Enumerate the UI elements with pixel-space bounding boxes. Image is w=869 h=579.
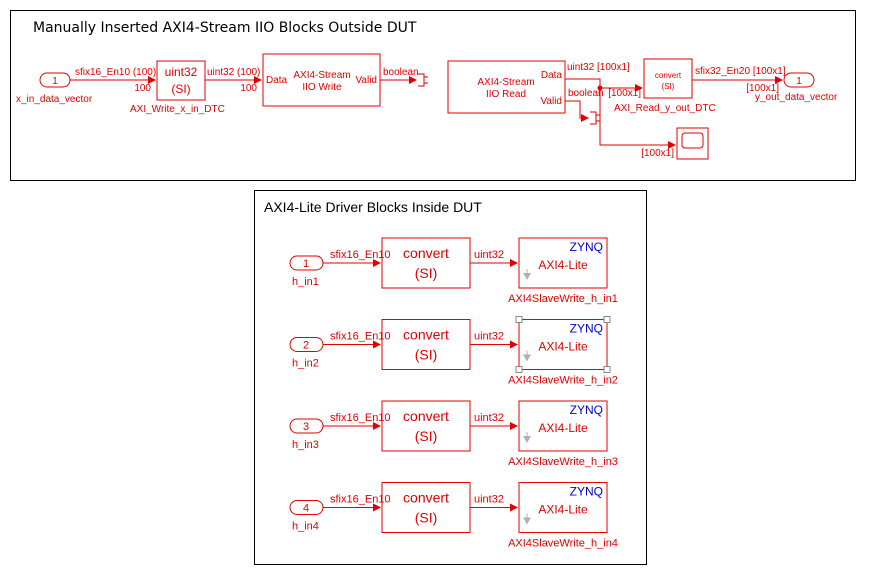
axi-lite-block-name: AXI4SlaveWrite_h_in3 xyxy=(508,456,618,468)
inport-label: h_in1 xyxy=(292,276,319,288)
convert-line2: (SI) xyxy=(415,265,438,281)
dtc-read-line1: convert xyxy=(655,71,682,80)
convert-line2: (SI) xyxy=(415,347,438,363)
convert-line1: convert xyxy=(403,490,449,506)
terminator-write xyxy=(418,73,428,87)
iio-write-port-valid: Valid xyxy=(356,75,378,86)
down-arrow-icon xyxy=(523,436,531,443)
inport-label: x_in_data_vector xyxy=(16,94,93,105)
inport-number: 1 xyxy=(52,76,58,87)
line-read-to-scope xyxy=(599,88,676,149)
iio-read-port-valid: Valid xyxy=(541,96,563,107)
scope-in-dim: [100x1] xyxy=(641,148,674,159)
dtc-write-name: AXI_Write_x_in_DTC xyxy=(130,104,225,115)
iio-read-port-data: Data xyxy=(541,70,563,81)
line-valid-to-term xyxy=(565,100,589,122)
selection-handle[interactable] xyxy=(603,366,611,373)
selection-handle[interactable] xyxy=(515,366,523,373)
axi-lite-block-name: AXI4SlaveWrite_h_in2 xyxy=(508,375,618,387)
outport-dim: [100x1] xyxy=(746,83,779,94)
axi-lite-block[interactable] xyxy=(518,319,608,370)
axi-lite-block[interactable] xyxy=(518,237,608,289)
convert-line1: convert xyxy=(403,327,449,343)
down-arrow-icon xyxy=(523,273,531,280)
line-read-to-convert xyxy=(565,78,643,92)
selection-handle[interactable] xyxy=(603,316,611,323)
out-signal-label: uint32 xyxy=(474,412,504,424)
convert-line1: convert xyxy=(403,408,449,424)
iio-read-title-2: IIO Read xyxy=(486,89,526,100)
inport-number: 3 xyxy=(303,421,309,433)
stream-iio-panel: Manually Inserted AXI4-Stream IIO Blocks… xyxy=(10,10,856,181)
iio-read-data-signal: uint32 [100x1] xyxy=(567,62,630,73)
lite-driver-panel xyxy=(254,190,647,565)
stream-panel-title: Manually Inserted AXI4-Stream IIO Blocks… xyxy=(33,20,417,36)
in-signal-label: sfix16_En10 xyxy=(330,494,391,506)
axi-lite-label: AXI4-Lite xyxy=(538,421,588,435)
selection-handle[interactable] xyxy=(515,316,523,323)
dtc-write-line2: (SI) xyxy=(171,82,190,96)
convert-line2: (SI) xyxy=(415,428,438,444)
iio-read-title-1: AXI4-Stream xyxy=(477,77,534,88)
scope-block[interactable] xyxy=(676,127,709,160)
convert-line1: convert xyxy=(403,245,449,261)
axi-lite-block-name: AXI4SlaveWrite_h_in4 xyxy=(508,538,618,550)
in-signal-label: sfix16_En10 (100) xyxy=(75,67,156,78)
iio-write-title-1: AXI4-Stream xyxy=(293,70,350,81)
down-arrow-icon xyxy=(523,517,531,525)
terminator-read xyxy=(590,111,600,125)
lite-panel-title: AXI4-Lite Driver Blocks Inside DUT xyxy=(264,199,482,215)
outport-y-out[interactable] xyxy=(783,72,815,88)
axi-lite-block[interactable] xyxy=(518,482,608,533)
iio-write-port-data: Data xyxy=(266,75,288,86)
dtc-read-line2: (SI) xyxy=(662,82,675,91)
axi-lite-label: AXI4-Lite xyxy=(538,340,588,354)
inport-label: h_in3 xyxy=(292,439,319,451)
in-signal-label: sfix16_En10 xyxy=(330,331,391,343)
convert-line2: (SI) xyxy=(415,510,438,526)
iio-write-out-signal: boolean xyxy=(383,67,419,78)
dtc-write-out-signal: uint32 (100) xyxy=(207,67,260,78)
axi-lite-block-name: AXI4SlaveWrite_h_in1 xyxy=(508,293,618,305)
outport-number: 1 xyxy=(796,76,802,87)
branch-point xyxy=(597,85,603,91)
zynq-brand: ZYNQ xyxy=(570,322,603,336)
zynq-brand: ZYNQ xyxy=(570,403,603,417)
out-signal-label: uint32 xyxy=(474,494,504,506)
in-signal-label: sfix16_En10 xyxy=(330,412,391,424)
inport-label: h_in4 xyxy=(292,521,319,533)
dtc-read-out-signal: sfix32_En20 [100x1] xyxy=(695,66,786,77)
in-signal-label: sfix16_En10 xyxy=(330,249,391,261)
down-arrow-icon xyxy=(523,354,531,362)
scope-screen-icon xyxy=(681,132,704,149)
dtc-write-port-dim: 100 xyxy=(134,83,151,94)
zynq-brand: ZYNQ xyxy=(570,240,603,254)
out-signal-label: uint32 xyxy=(474,331,504,343)
inport-number: 2 xyxy=(303,340,309,352)
iio-write-port-dim: 100 xyxy=(240,83,257,94)
iio-read-valid-signal: boolean xyxy=(568,88,604,99)
inport-label: h_in2 xyxy=(292,358,319,370)
inport-number: 1 xyxy=(303,258,309,270)
axi-lite-label: AXI4-Lite xyxy=(538,258,588,272)
axi-lite-block[interactable] xyxy=(518,400,608,452)
convert-in-dim: [100x1] xyxy=(608,88,641,99)
dtc-read-name: AXI_Read_y_out_DTC xyxy=(614,103,716,114)
iio-write-title-2: IIO Write xyxy=(302,82,342,93)
dtc-read-block[interactable] xyxy=(643,58,693,99)
zynq-brand: ZYNQ xyxy=(570,485,603,499)
axi-lite-label: AXI4-Lite xyxy=(538,503,588,517)
out-signal-label: uint32 xyxy=(474,249,504,261)
iio-read-block[interactable] xyxy=(447,60,566,114)
dtc-write-line1: uint32 xyxy=(165,65,198,79)
inport-number: 4 xyxy=(303,503,309,515)
outport-label: y_out_data_vector xyxy=(755,92,838,103)
